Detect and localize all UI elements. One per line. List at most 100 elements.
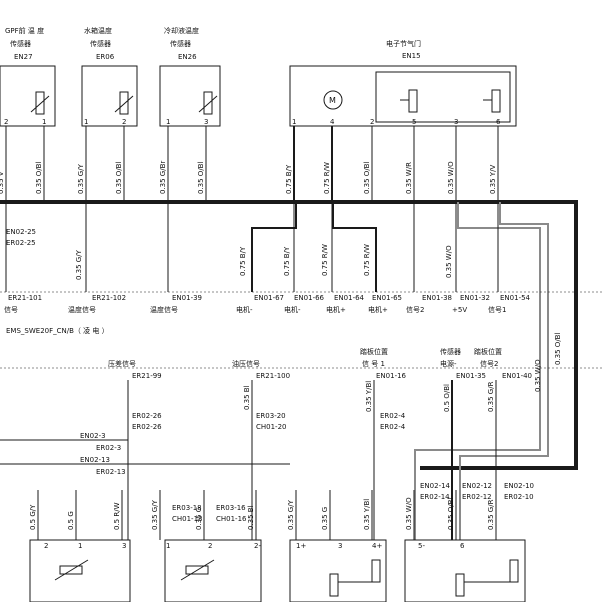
connector-c6b: CH01-18 xyxy=(172,515,203,523)
bottom-pin-1: 1 xyxy=(78,542,82,550)
top-wire-label-7: 0.75 R/W xyxy=(323,162,331,194)
bottom-pin-4: 2 xyxy=(208,542,212,550)
connector-c1b: ER02-26 xyxy=(132,423,162,431)
connector-c9b: ER02-12 xyxy=(462,493,492,501)
bottom-wire-label-7: 0.35 G xyxy=(321,507,329,530)
connector-c3b: ER02-4 xyxy=(380,423,406,431)
ecu-label-0: 信号 xyxy=(4,305,18,314)
connector-er02-25: ER02-25 xyxy=(6,239,36,247)
connector-c5a: EN02-13 xyxy=(80,456,110,464)
water-thermistor-symbol xyxy=(114,91,134,115)
lower-wire-label-3: 0.35 G/R xyxy=(487,381,495,412)
bottom-pin-6: 1+ xyxy=(296,542,306,550)
bottom-wire-label-5: 0.35 Bl xyxy=(247,505,255,530)
connector-c2a: ER03-20 xyxy=(256,412,286,420)
gpf-sensor-box xyxy=(0,65,56,127)
top-wire-label-5: 0.35 O/Bl xyxy=(197,162,205,194)
top-wire-label-1: 0.35 O/Bl xyxy=(35,162,43,194)
pressure-label: 压差信号 xyxy=(108,359,136,368)
bottom-wire-label-3: 0.35 G/Y xyxy=(151,499,159,530)
bottom-wire-label-2: 0.5 R/W xyxy=(113,502,121,530)
water-sensor-box xyxy=(81,65,138,127)
ecu-label-7: 信号2 xyxy=(406,305,424,314)
bottom-pin-5: 2- xyxy=(254,542,261,550)
bottom-wire-label-8: 0.35 Y/Bl xyxy=(363,499,371,530)
pressure-sensor-symbol xyxy=(54,559,89,581)
connector-c4a: EN02-3 xyxy=(80,432,106,440)
mid-wire-label-4: 0.75 R/W xyxy=(363,244,371,276)
motor-plus-loop-wire xyxy=(332,202,377,292)
bottom-pin-0: 2 xyxy=(44,542,48,550)
bottom-pin-9: 5- xyxy=(418,542,425,550)
connector-c8b: ER02-14 xyxy=(420,493,450,501)
top-wire-label-6: 0.75 B/Y xyxy=(285,164,293,194)
ecu-pin-7: EN01-38 xyxy=(422,294,452,302)
bottom-wire-label-4: 0.35 G xyxy=(195,507,203,530)
gpf-sensor-subtitle: 传感器 xyxy=(10,39,31,48)
pedal-sensor2-box xyxy=(404,539,526,603)
bottom-wire-label-9: 0.35 W/O xyxy=(405,497,413,530)
ecu-label-3: 电机- xyxy=(236,305,253,314)
bottom-pin-2: 3 xyxy=(122,542,126,550)
ecu-label-4: 电机- xyxy=(284,305,301,314)
connector-c10b: ER02-10 xyxy=(504,493,534,501)
ecu-pin-3: EN01-67 xyxy=(254,294,284,302)
bottom-pin-7: 3 xyxy=(338,542,342,550)
top-pin-1: 1 xyxy=(42,118,46,126)
oil-label: 油压信号 xyxy=(232,359,260,368)
connector-c7b: CH01-16 xyxy=(216,515,247,523)
lower-pin-3: EN01-35 xyxy=(456,372,486,380)
motor-minus-loop-wire xyxy=(251,202,297,292)
top-pin-9: 5 xyxy=(412,118,416,126)
throttle-pot1-symbol xyxy=(400,89,418,113)
top-pin-7: 4 xyxy=(330,118,335,126)
connector-c4b: ER02-3 xyxy=(96,444,121,452)
mid-wire-label-5: 0.35 W/O xyxy=(445,245,453,278)
top-pin-4: 1 xyxy=(166,118,170,126)
connector-c7a: ER03-16 xyxy=(216,504,246,512)
connector-c2b: CH01-20 xyxy=(256,423,287,431)
top-pin-2: 1 xyxy=(84,118,88,126)
lower-pin-2: EN01-16 xyxy=(376,372,407,380)
ecu-pin-8: EN01-32 xyxy=(460,294,490,302)
top-wire-label-11: 0.35 Y/V xyxy=(489,165,497,194)
ecu-pin-6: EN01-65 xyxy=(372,294,402,302)
top-wire-label-2: 0.35 G/Y xyxy=(77,163,85,194)
ecu-pin-4: EN01-66 xyxy=(294,294,325,302)
pedal2-label-1: 踏板位置 xyxy=(474,347,502,356)
top-pin-8: 2 xyxy=(370,118,374,126)
bottom-pin-10: 6 xyxy=(460,542,465,550)
mid-wire-label-1: 0.75 B/Y xyxy=(239,246,247,276)
top-wire-label-9: 0.35 W/R xyxy=(405,162,413,194)
pedal1-label-1: 踏板位置 xyxy=(360,347,388,356)
gpf-sensor-code: EN27 xyxy=(14,53,33,61)
sensor-pwr-label-1: 传感器 xyxy=(440,347,461,356)
pedal2-label-2: 信号2 xyxy=(480,359,498,368)
lower-wire-label-1: 0.35 Y/Bl xyxy=(365,381,373,412)
oil-sensor-box xyxy=(164,539,262,603)
connector-c1a: ER02-26 xyxy=(132,412,162,420)
bottom-pin-8: 4+ xyxy=(372,542,382,550)
gray-wire-w-o xyxy=(414,202,541,540)
ecu-pin-1: ER21-102 xyxy=(92,294,126,302)
connector-c8a: EN02-14 xyxy=(420,482,451,490)
coolant-thermistor-symbol xyxy=(198,91,218,115)
coolant-sensor-code: EN26 xyxy=(178,53,197,61)
ecu-label-9: 信号1 xyxy=(488,305,506,314)
pedal1-pot-symbol xyxy=(329,559,381,597)
water-sensor-subtitle: 传感器 xyxy=(90,39,111,48)
top-wire-label-0: 0.35 V xyxy=(0,171,5,194)
lower-pin-1: ER21-100 xyxy=(256,372,290,380)
ecu-pin-0: ER21-101 xyxy=(8,294,42,302)
ecu-pin-2: EN01-39 xyxy=(172,294,202,302)
throttle-inner-box xyxy=(375,71,511,123)
ecu-pin-row: ER21-101信号ER21-102温度信号EN01-39温度信号EN01-67… xyxy=(4,294,531,314)
oil-sensor-symbol xyxy=(180,559,215,581)
water-sensor-title: 水箱温度 xyxy=(84,26,112,35)
top-pin-11: 6 xyxy=(496,118,501,126)
lower-wire-label-0: 0.35 Bl xyxy=(243,385,251,410)
